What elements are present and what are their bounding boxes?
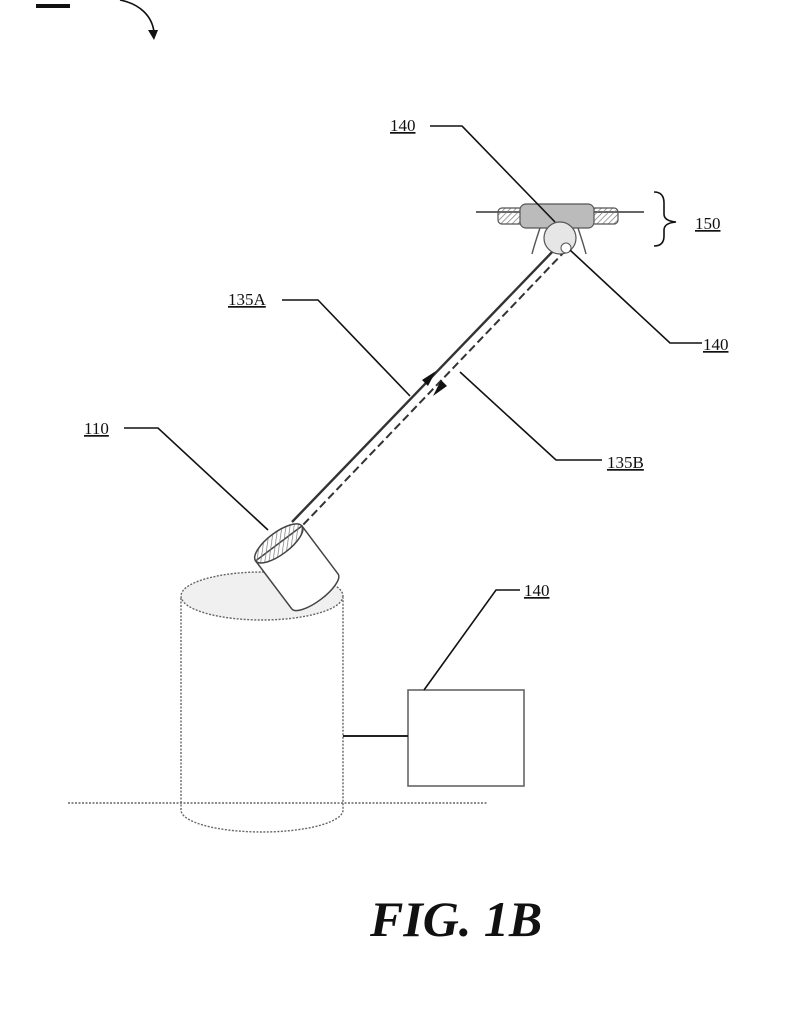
label-140-box: 140 <box>524 581 550 600</box>
drone-bracket <box>654 192 676 246</box>
beam-135a-solid <box>292 248 556 522</box>
label-150: 150 <box>695 214 721 233</box>
figure-title: FIG. 1B <box>369 891 542 947</box>
leader-135a <box>282 300 410 396</box>
beam-135b-dashed <box>302 250 566 526</box>
beam-b-arrow-icon <box>433 380 447 396</box>
label-135a: 135A <box>228 290 267 309</box>
figure-reference-arrow <box>36 0 158 40</box>
pedestal-cylinder <box>181 572 343 832</box>
controller-box <box>408 690 524 786</box>
leader-135b <box>460 372 602 460</box>
label-110: 110 <box>84 419 109 438</box>
label-140-top: 140 <box>390 116 416 135</box>
drone <box>476 204 644 254</box>
leader-140-bottom <box>570 250 702 343</box>
leader-110 <box>124 428 268 530</box>
leader-140-box <box>424 590 520 690</box>
label-140-bottom: 140 <box>703 335 729 354</box>
label-135b: 135B <box>607 453 644 472</box>
